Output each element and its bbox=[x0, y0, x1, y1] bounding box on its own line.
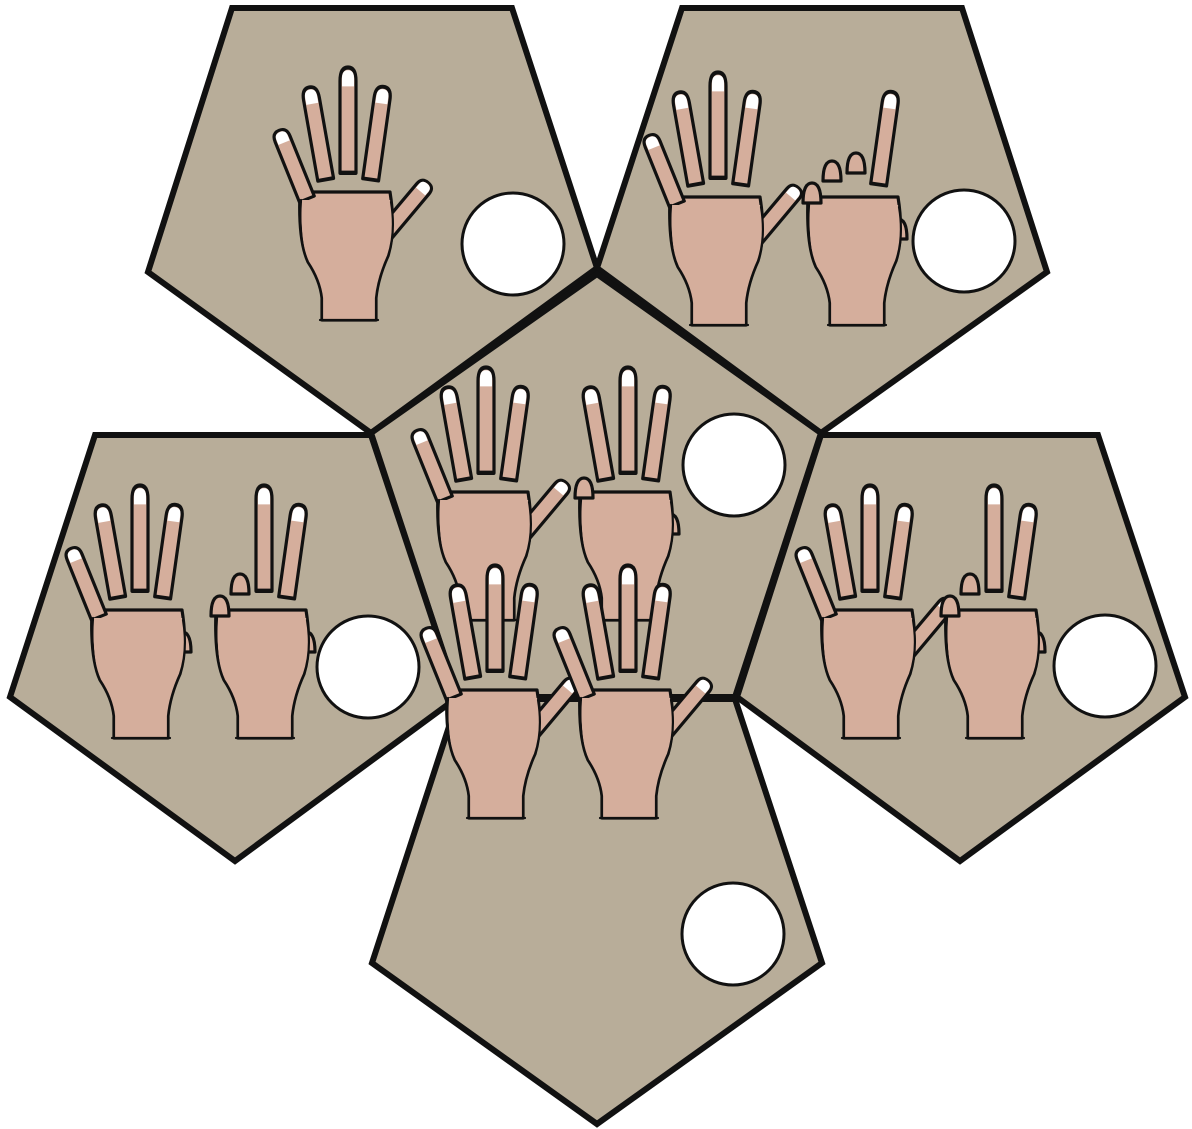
finger bbox=[487, 566, 503, 671]
tile-right bbox=[737, 435, 1185, 861]
finger bbox=[478, 368, 494, 473]
folded-finger bbox=[847, 153, 865, 173]
fingernail bbox=[622, 568, 634, 584]
folded-finger bbox=[231, 574, 249, 594]
tile-left bbox=[10, 435, 458, 861]
folded-finger bbox=[575, 478, 593, 498]
finger bbox=[132, 486, 148, 591]
tiles-layer bbox=[10, 8, 1185, 1124]
answer-circle[interactable] bbox=[1054, 615, 1156, 717]
fingernail bbox=[712, 75, 724, 91]
fingernail bbox=[342, 70, 354, 86]
fingernail bbox=[480, 370, 492, 386]
folded-finger bbox=[961, 574, 979, 594]
answer-circle[interactable] bbox=[683, 414, 785, 516]
answer-circle[interactable] bbox=[317, 616, 419, 718]
folded-finger bbox=[941, 596, 959, 616]
finger bbox=[862, 486, 878, 591]
finger bbox=[620, 368, 636, 473]
fingernail bbox=[258, 488, 270, 504]
answer-circle[interactable] bbox=[462, 193, 564, 295]
answer-circle[interactable] bbox=[913, 190, 1015, 292]
fingernail bbox=[134, 488, 146, 504]
fingernail bbox=[622, 370, 634, 386]
folded-finger bbox=[211, 596, 229, 616]
finger bbox=[710, 73, 726, 178]
answer-circle[interactable] bbox=[682, 883, 784, 985]
finger bbox=[620, 566, 636, 671]
folded-finger bbox=[803, 183, 821, 203]
finger bbox=[256, 486, 272, 591]
fingernail bbox=[988, 488, 1000, 504]
finger bbox=[986, 486, 1002, 591]
fingernail bbox=[864, 488, 876, 504]
finger bbox=[340, 68, 356, 173]
folded-finger bbox=[823, 161, 841, 181]
fingernail bbox=[489, 568, 501, 584]
